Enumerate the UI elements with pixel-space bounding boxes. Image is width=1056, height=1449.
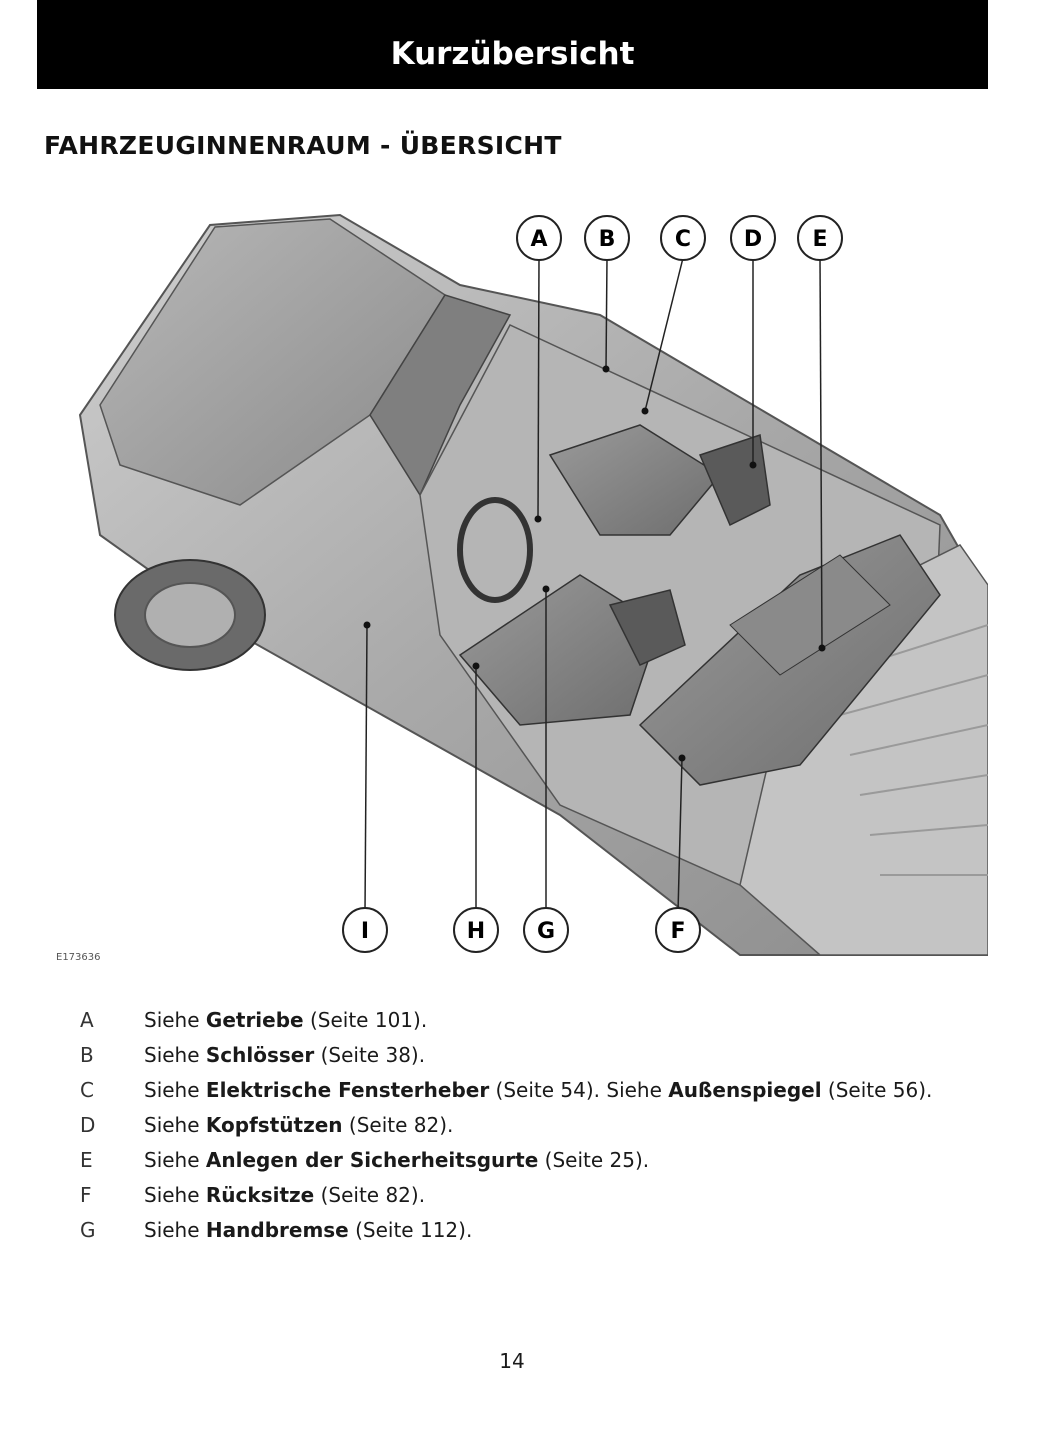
legend-link-getriebe[interactable]: Getriebe [205,1008,304,1032]
vehicle-interior-illustration: A B C D E F G [40,205,988,965]
legend-text: Siehe Schlösser (Seite 38). [144,1038,425,1073]
legend-key: C [80,1078,94,1102]
callout-a: A [516,215,562,261]
legend-suffix: (Seite 112). [348,1218,473,1242]
callout-leader-lines [364,257,823,913]
callout-d-label: D [744,227,762,252]
callout-a-label: A [530,227,547,252]
legend-key: D [80,1113,96,1137]
legend-prefix: Siehe [144,1113,206,1137]
legend-link-aussenspiegel[interactable]: Außenspiegel [668,1078,822,1102]
legend-key: E [80,1148,93,1172]
legend-suffix: (Seite 56). [821,1078,933,1102]
callout-h: H [453,907,499,953]
legend-link-kopfstuetzen[interactable]: Kopfstützen [205,1113,343,1137]
legend-link-sicherheitsgurte[interactable]: Anlegen der Sicherheitsgurte [205,1148,539,1172]
legend-key: F [80,1183,92,1207]
legend-prefix: Siehe [144,1043,206,1067]
legend-prefix: Siehe [144,1008,206,1032]
legend-text: Siehe Rücksitze (Seite 82). [144,1178,425,1213]
legend-suffix: (Seite 101). [303,1008,428,1032]
legend-row-c: C Siehe Elektrische Fensterheber (Seite … [80,1073,1040,1108]
page-number: 14 [499,1349,525,1373]
legend-text: Siehe Handbremse (Seite 112). [144,1213,472,1248]
callout-b: B [584,215,630,261]
legend-suffix: (Seite 38). [314,1043,426,1067]
callout-e: E [797,215,843,261]
callout-c: C [660,215,706,261]
callout-i-label: I [361,919,369,944]
callout-c-label: C [675,227,691,252]
rear-seat [638,534,941,786]
callout-h-label: H [467,919,485,944]
legend-prefix: Siehe [144,1218,206,1242]
legend-prefix: Siehe [144,1148,206,1172]
legend-row-g: G Siehe Handbremse (Seite 112). [80,1213,1040,1248]
legend-prefix: Siehe [144,1078,206,1102]
legend-row-e: E Siehe Anlegen der Sicherheitsgurte (Se… [80,1143,1040,1178]
legend-key: G [80,1218,96,1242]
legend-text: Siehe Anlegen der Sicherheitsgurte (Seit… [144,1143,649,1178]
callout-g-label: G [537,919,555,944]
vehicle-illustration-svg: A B C D E F G [56,213,988,963]
image-code: E173636 [56,952,101,963]
chapter-header: Kurzübersicht [37,0,988,89]
legend-prefix: Siehe [606,1078,669,1102]
legend-row-d: D Siehe Kopfstützen (Seite 82). [80,1108,1040,1143]
legend-row-b: B Siehe Schlösser (Seite 38). [80,1038,1040,1073]
callout-anchor-points [363,365,826,762]
legend-prefix: Siehe [144,1183,206,1207]
legend-link-handbremse[interactable]: Handbremse [205,1218,349,1242]
callout-b-label: B [599,227,616,252]
callout-d: D [730,215,776,261]
steering-wheel [457,497,533,603]
legend-text: Siehe Kopfstützen (Seite 82). [144,1108,453,1143]
legend-link-fensterheber[interactable]: Elektrische Fensterheber [205,1078,490,1102]
legend-suffix: (Seite 54). [489,1078,607,1102]
legend-key: B [80,1043,94,1067]
legend-suffix: (Seite 25). [538,1148,650,1172]
callout-g: G [523,907,569,953]
legend-suffix: (Seite 82). [342,1113,454,1137]
callout-i: I [342,907,388,953]
legend-text: Siehe Getriebe (Seite 101). [144,1003,427,1038]
legend-key: A [80,1008,94,1032]
legend-text: Siehe Elektrische Fensterheber (Seite 54… [144,1073,932,1108]
legend-link-ruecksitze[interactable]: Rücksitze [205,1183,315,1207]
front-seats [458,424,771,726]
chapter-title: Kurzübersicht [390,35,635,72]
callout-e-label: E [812,227,827,252]
callout-f: F [655,907,701,953]
legend-link-schloesser[interactable]: Schlösser [205,1043,315,1067]
section-title: FAHRZEUGINNENRAUM - ÜBERSICHT [44,131,562,160]
legend-row-a: A Siehe Getriebe (Seite 101). [80,1003,1040,1038]
legend-list: A Siehe Getriebe (Seite 101). B Siehe Sc… [80,1003,1040,1248]
legend-suffix: (Seite 82). [314,1183,426,1207]
legend-row-f: F Siehe Rücksitze (Seite 82). [80,1178,1040,1213]
callout-f-label: F [670,919,685,944]
